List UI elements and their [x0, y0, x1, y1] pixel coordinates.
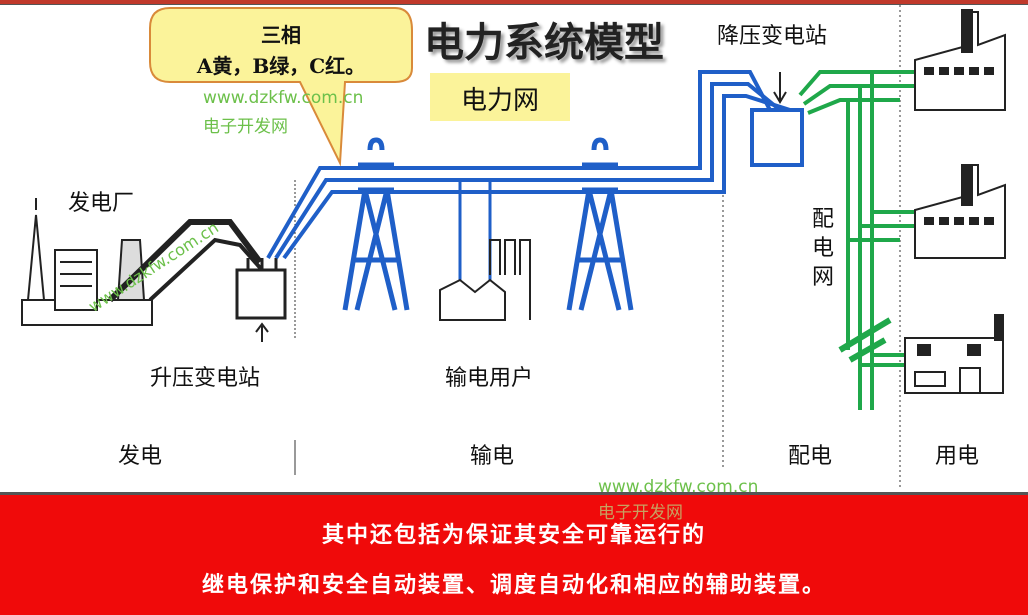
house-icon	[904, 314, 1004, 394]
callout-line-1: 三相	[261, 23, 301, 47]
footer-banner: 其中还包括为保证其安全可靠运行的 继电保护和安全自动装置、调度自动化和相应的辅助…	[0, 492, 1028, 615]
section-distribution: 配电	[788, 444, 833, 469]
section-transmission: 输电	[470, 444, 515, 469]
watermark-url-bottom: www.dzkfw.com.cn	[598, 477, 759, 497]
factory-icon	[914, 164, 1006, 259]
label-power-plant: 发电厂	[68, 191, 135, 216]
step-down-transformer-icon	[750, 72, 804, 167]
section-generation: 发电	[118, 444, 163, 469]
label-distribution-network: 配电网	[812, 207, 835, 290]
watermark-url: www.dzkfw.com.cn	[203, 88, 364, 108]
power-grid-label: 电力网	[460, 86, 539, 116]
label-transmission-user: 输电用户	[445, 366, 534, 391]
label-step-up-station: 升压变电站	[150, 366, 261, 391]
diagram-title: 电力系统模型	[424, 20, 664, 66]
power-grid-label-box	[430, 73, 570, 121]
step-up-transformer-icon	[235, 258, 287, 342]
label-step-down-station: 降压变电站	[717, 24, 828, 49]
callout-line-2: A黄，B绿，C红。	[196, 54, 366, 78]
footer-line-1: 其中还包括为保证其安全可靠运行的	[321, 522, 706, 548]
transmission-user-factory-icon	[439, 239, 531, 321]
transmission-towers	[342, 137, 634, 311]
footer-line-2: 继电保护和安全自动装置、调度自动化和相应的辅助装置。	[201, 572, 826, 598]
watermark-name-bottom: 电子开发网	[598, 503, 683, 523]
callout-bubble	[149, 7, 413, 167]
factory-icon	[914, 9, 1006, 111]
distribution-lines	[798, 70, 920, 410]
watermark-name: 电子开发网	[203, 117, 288, 137]
power-plant-icon	[21, 198, 264, 326]
callout-text: 三相 A黄，B绿，C红。	[150, 20, 412, 82]
transmission-lines	[266, 70, 791, 260]
section-consumption: 用电	[935, 444, 980, 469]
top-border	[0, 0, 1028, 5]
tower-icon	[342, 137, 410, 311]
tower-icon	[566, 137, 634, 311]
diagram-drawing	[21, 5, 1006, 490]
